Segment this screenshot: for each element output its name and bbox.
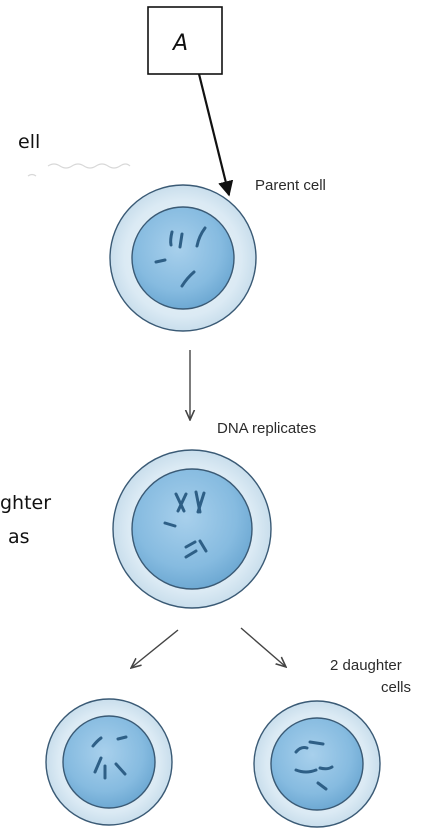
label-box-a: A [147,6,223,75]
parent-nucleus [131,206,235,310]
parent-chromosomes [154,226,207,288]
cut-text-line1: ell [18,131,40,153]
label-daughter-line1: 2 daughter [330,657,402,674]
daughter-right-nucleus [270,717,364,811]
faint-scribble [27,163,131,177]
daughter-left-chromosomes [91,735,128,780]
cut-text-line3: as [8,526,30,548]
replicated-chromosomes [163,490,208,559]
label-box-a-text: A [171,31,188,56]
cut-text-line2: ghter [0,492,51,514]
parent-cell [109,184,257,332]
daughter-right-chromosomes [294,740,334,791]
replicated-nucleus [131,468,253,590]
label-parent-cell: Parent cell [255,177,326,194]
daughter-cell-left [45,698,173,826]
pointer-arrow [197,73,234,197]
arrow-down-right [240,627,286,667]
daughter-cell-right [253,700,381,828]
arrow-down-left [131,629,179,668]
daughter-left-nucleus [62,715,156,809]
label-dna-replicates: DNA replicates [217,420,316,437]
replicated-cell [112,449,272,609]
label-daughter-line2: cells [381,679,411,696]
